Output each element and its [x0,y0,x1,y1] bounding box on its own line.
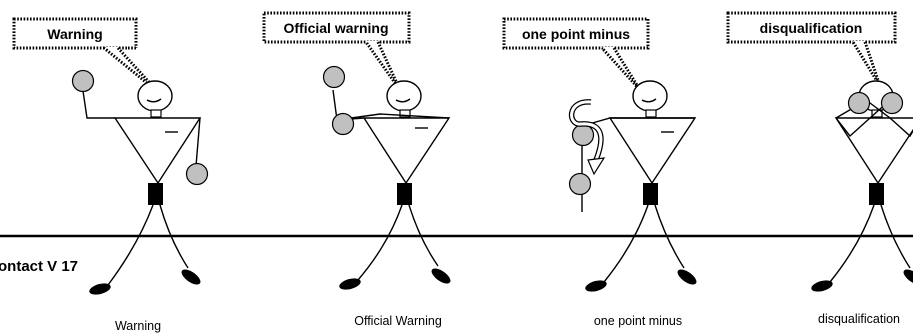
left-leg [604,205,648,282]
bubble-text-disqualification: disqualification [760,20,863,36]
figure-official-warning: Official warning Official Warning [264,13,453,328]
left-leg [358,205,402,280]
right-foot [901,267,913,288]
chest-fist-icon [573,125,594,146]
caption-official-warning: Official Warning [354,314,442,328]
raised-fist-icon [324,67,345,88]
belt [869,183,884,205]
bubble-text-warning: Warning [47,26,102,42]
belt [148,183,163,205]
right-fist-icon [882,93,903,114]
right-foot [429,266,453,287]
caption-warning: Warning [115,319,161,333]
speech-bubble-one-point-minus: one point minus [504,19,648,90]
left-leg [830,205,874,282]
belt [643,183,658,205]
raised-arm [83,91,115,118]
torso [364,118,449,183]
lowered-fist-icon [187,164,208,185]
chest-fist-icon [333,114,354,135]
figure-one-point-minus: one point minus one point minus [504,19,699,328]
section-label: ontact V 17 [0,258,78,275]
caption-disqualification: disqualification [818,312,900,326]
figure-warning: Warning Warning [14,19,208,333]
raised-fist-icon [73,71,94,92]
head [387,81,421,111]
bubble-text-one-point-minus: one point minus [522,26,630,42]
lowered-arm [196,118,200,166]
lowered-fist-icon [570,174,591,195]
bubble-text-official-warning: Official warning [283,20,388,36]
left-fist-icon [849,93,870,114]
figure-disqualification: disqualification disqualification [728,13,913,326]
torso [610,118,695,183]
right-foot [179,267,203,288]
neck [151,110,161,117]
neck [646,110,656,117]
head [138,81,172,111]
left-leg [108,205,153,285]
right-foot [675,267,699,288]
caption-one-point-minus: one point minus [594,314,682,328]
belt [397,183,412,205]
head [633,81,667,111]
speech-bubble-disqualification: disqualification [728,13,895,86]
